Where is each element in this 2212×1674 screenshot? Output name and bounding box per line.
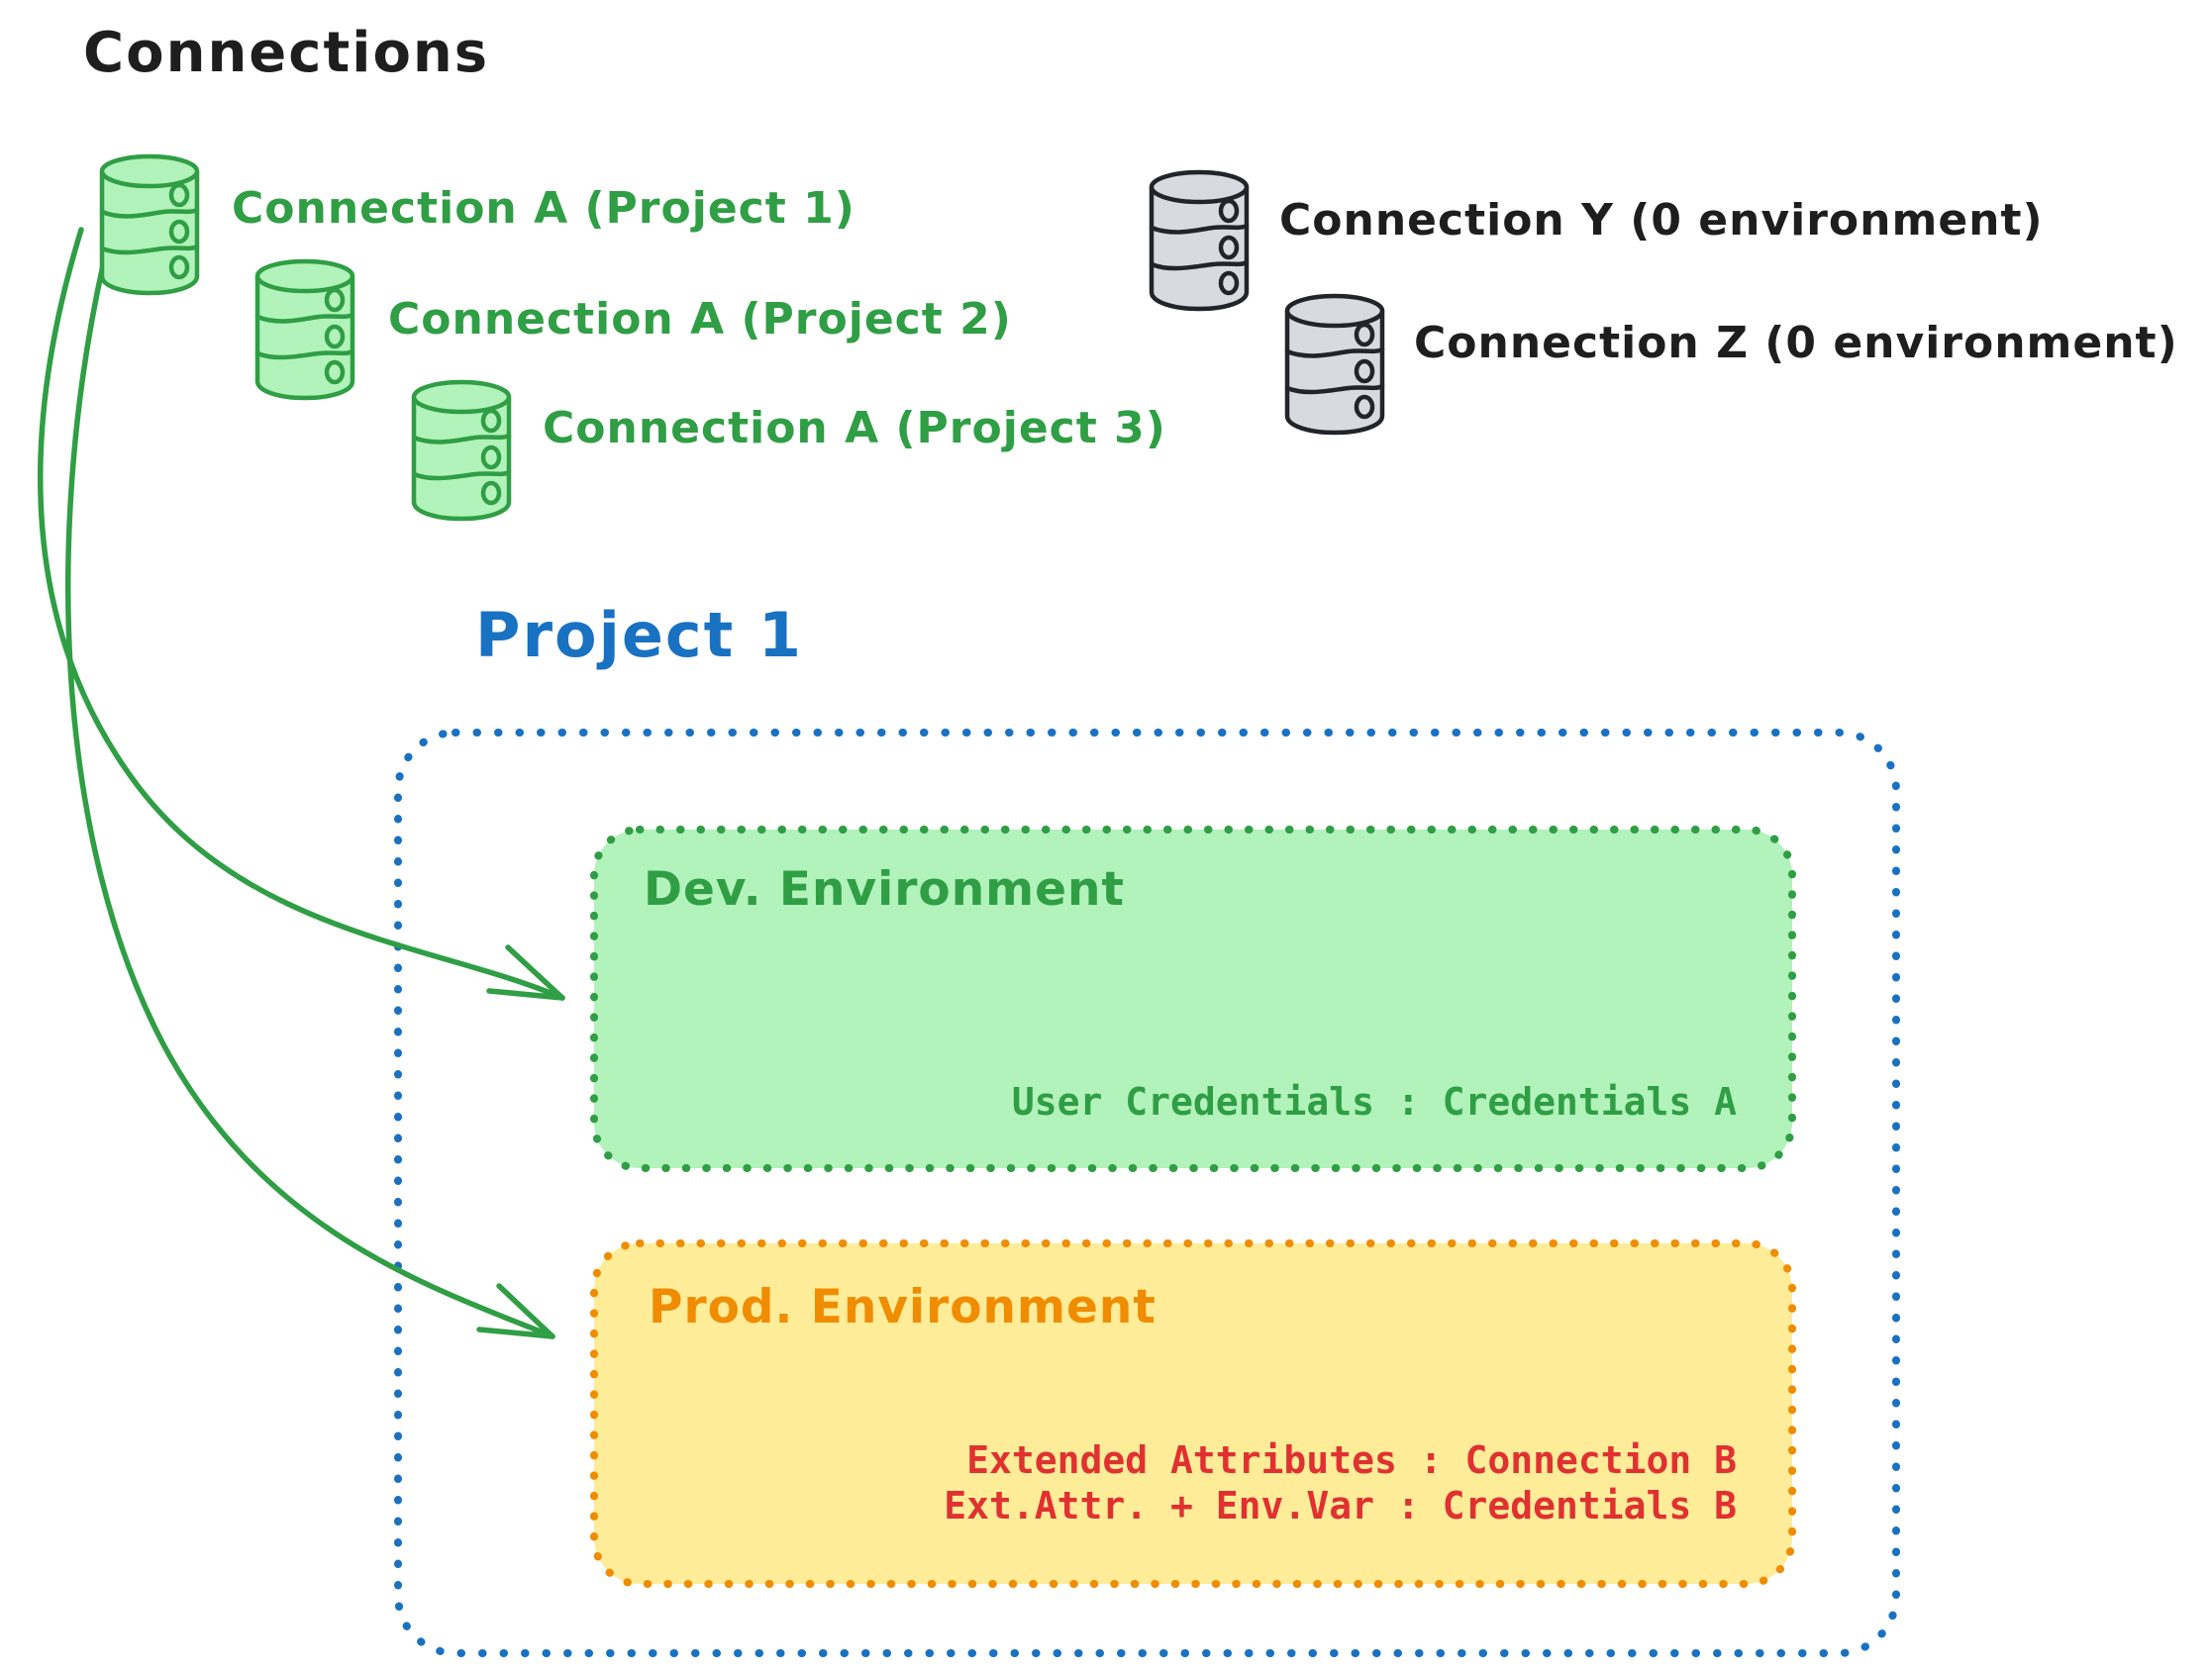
- label-connection-a-project1: Connection A (Project 1): [232, 183, 855, 234]
- dev-environment-box: [590, 826, 1796, 1172]
- label-connection-a-project3: Connection A (Project 3): [543, 403, 1166, 453]
- prod-environment-mapping-2: Ext.Attr. + Env.Var : Credentials B: [944, 1484, 1737, 1528]
- project1-boundary-box: [394, 729, 1900, 1657]
- dev-environment-title: Dev. Environment: [644, 862, 1125, 917]
- prod-environment-title: Prod. Environment: [649, 1280, 1156, 1334]
- label-connection-a-project2: Connection A (Project 2): [388, 294, 1012, 345]
- prod-environment-mapping-1: Extended Attributes : Connection B: [966, 1438, 1737, 1482]
- database-icon-connection-a-project2: [257, 261, 352, 398]
- database-icon-connection-y: [1152, 172, 1247, 309]
- prod-environment-box: [590, 1239, 1796, 1588]
- prod-environment-mappings: Extended Attributes : Connection B Ext.A…: [944, 1437, 1737, 1529]
- label-connection-y: Connection Y (0 environment): [1279, 195, 2044, 246]
- dev-environment-mapping: User Credentials : Credentials A: [1011, 1080, 1737, 1124]
- connections-title: Connections: [83, 21, 490, 85]
- label-connection-z: Connection Z (0 environment): [1414, 318, 2178, 368]
- project1-title: Project 1: [475, 599, 804, 671]
- arrow-connection-a-to-dev-icon: [38, 227, 565, 1001]
- database-icon-connection-z: [1287, 296, 1382, 433]
- arrow-connection-a-to-prod-icon: [65, 262, 555, 1339]
- database-icon-connection-a-project3: [414, 382, 509, 519]
- database-icon-connection-a-project1: [102, 156, 197, 293]
